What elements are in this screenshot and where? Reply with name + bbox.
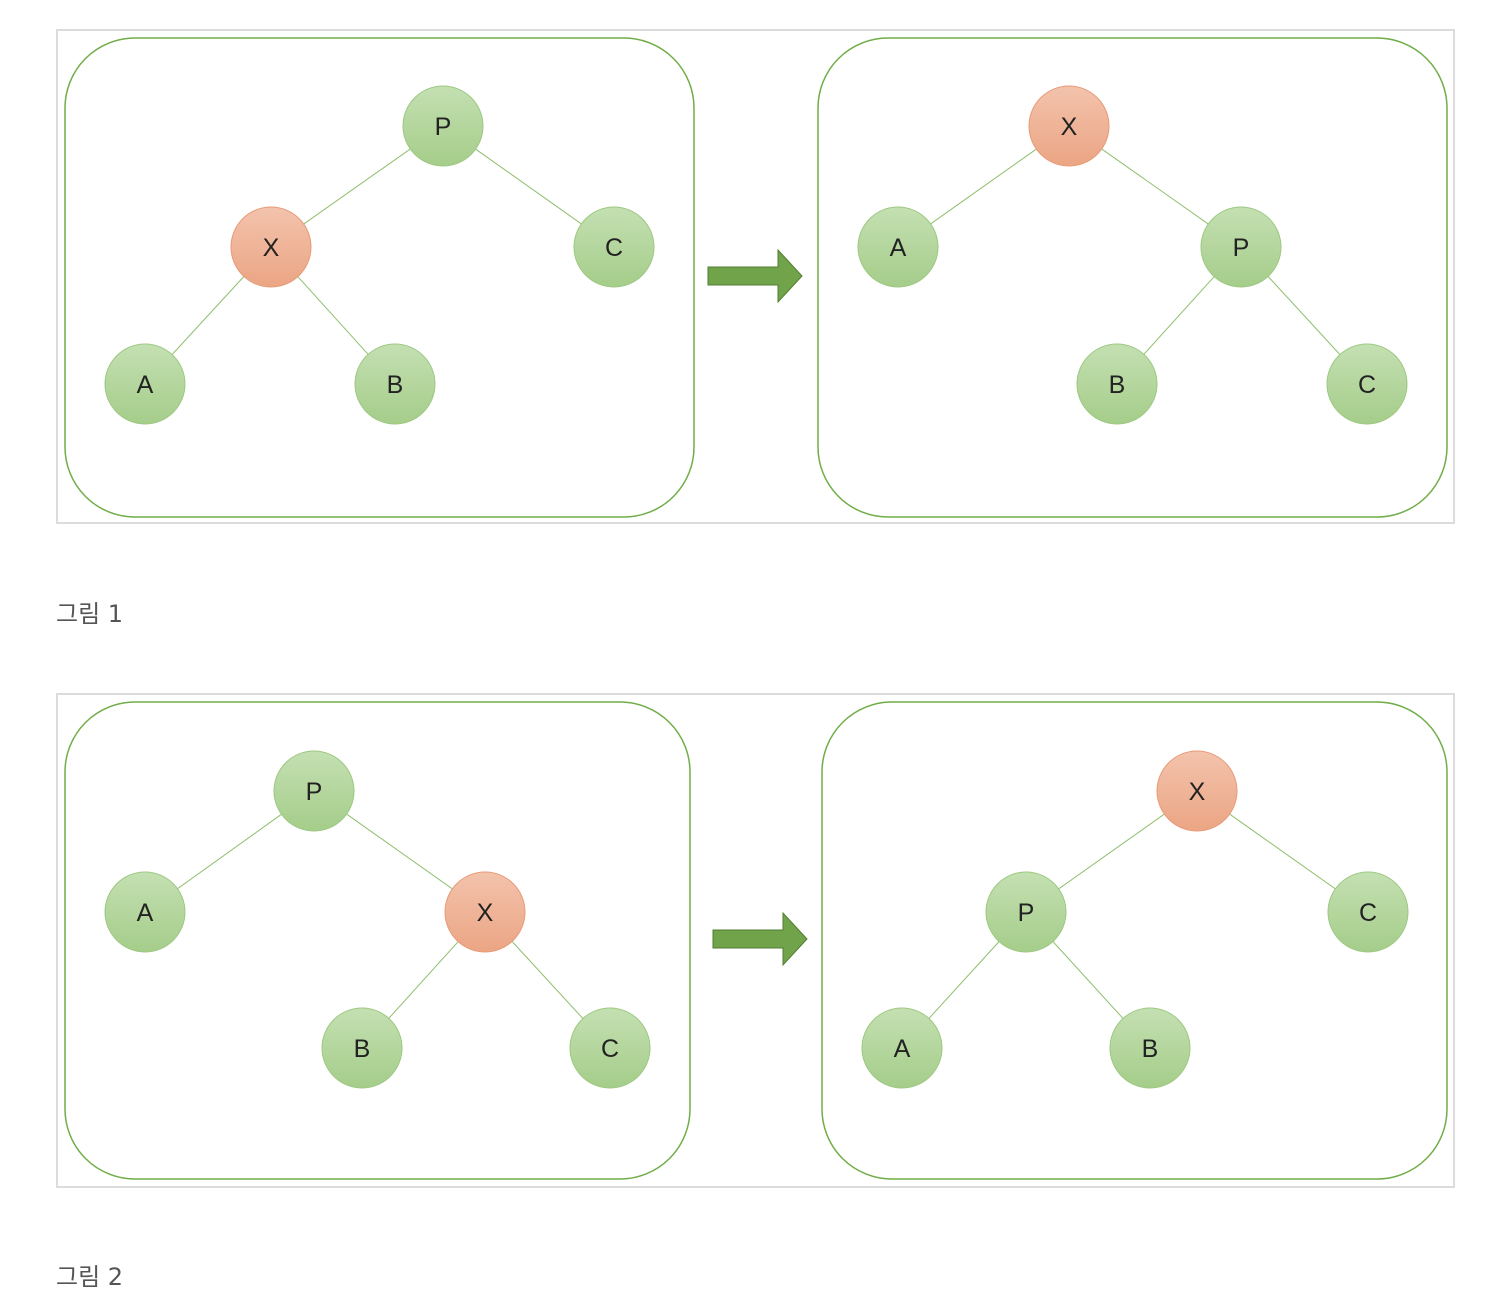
tree-edge-x-b: [294, 273, 372, 358]
tree-node-c: C: [569, 1007, 651, 1089]
before-tree-panel: [64, 37, 695, 518]
figure-1-diagram: P X C A B X A P B C: [64, 37, 1448, 518]
tree-node-label: B: [354, 1035, 371, 1063]
tree-edge-p-a: [173, 811, 286, 892]
tree-edge-p-x: [343, 811, 456, 892]
tree-node-label: A: [137, 371, 154, 399]
after-tree: X P C A B: [861, 750, 1409, 1089]
tree-node-circle: [985, 871, 1067, 953]
tree-node-label: C: [1359, 899, 1377, 927]
right-arrow-icon: [707, 248, 803, 304]
figure-1-caption: 그림 1: [56, 600, 124, 628]
tree-node-circle: [444, 871, 526, 953]
tree-edge-x-a: [927, 146, 1040, 227]
tree-node-a: A: [104, 871, 186, 953]
tree-node-circle: [861, 1007, 943, 1089]
tree-edge-p-c: [472, 146, 585, 227]
tree-node-label: A: [137, 899, 154, 927]
tree-edge-p-b: [1140, 273, 1218, 358]
tree-node-circle: [273, 750, 355, 832]
tree-node-label: A: [890, 234, 907, 262]
tree-node-p: P: [273, 750, 355, 832]
tree-node-label: C: [601, 1035, 619, 1063]
tree-node-b: B: [354, 343, 436, 425]
tree-node-label: C: [605, 234, 623, 262]
tree-node-c: C: [573, 206, 655, 288]
tree-node-a: A: [104, 343, 186, 425]
figure-2-diagram: P A X B C X P C A B: [64, 701, 1448, 1180]
tree-node-circle: [1109, 1007, 1191, 1089]
tree-node-circle: [1028, 85, 1110, 167]
tree-node-label: A: [894, 1035, 911, 1063]
tree-edge-x-c: [1226, 811, 1339, 892]
tree-node-x: X: [444, 871, 526, 953]
tree-node-circle: [104, 343, 186, 425]
tree-node-circle: [354, 343, 436, 425]
tree-node-circle: [402, 85, 484, 167]
tree-node-label: P: [1018, 899, 1035, 927]
after-tree-panel: [817, 37, 1448, 518]
tree-node-circle: [573, 206, 655, 288]
tree-node-circle: [1327, 871, 1409, 953]
tree-node-label: B: [1109, 371, 1126, 399]
tree-node-b: B: [1076, 343, 1158, 425]
tree-node-label: P: [435, 113, 452, 141]
tree-node-a: A: [861, 1007, 943, 1089]
tree-node-circle: [857, 206, 939, 288]
tree-node-circle: [569, 1007, 651, 1089]
tree-node-p: P: [985, 871, 1067, 953]
tree-node-c: C: [1327, 871, 1409, 953]
tree-node-label: X: [263, 234, 280, 262]
tree-edge-p-a: [925, 938, 1003, 1022]
tree-edge-p-x: [300, 146, 414, 227]
tree-node-a: A: [857, 206, 939, 288]
tree-node-b: B: [1109, 1007, 1191, 1089]
tree-edge-x-p: [1098, 146, 1212, 227]
figure-1-frame: P X C A B X A P B C: [56, 29, 1455, 524]
tree-node-label: B: [387, 371, 404, 399]
tree-node-circle: [104, 871, 186, 953]
right-arrow-icon: [712, 911, 808, 967]
tree-node-label: C: [1358, 371, 1376, 399]
tree-node-circle: [1326, 343, 1408, 425]
tree-node-x: X: [1028, 85, 1110, 167]
before-tree-panel: [64, 701, 691, 1180]
tree-edge-p-c: [1265, 273, 1343, 358]
tree-node-label: X: [1189, 778, 1206, 806]
before-tree: P A X B C: [104, 750, 651, 1089]
tree-edge-p-b: [1049, 938, 1127, 1022]
tree-node-circle: [321, 1007, 403, 1089]
tree-edge-x-a: [169, 273, 247, 358]
tree-edge-x-p: [1055, 811, 1168, 892]
tree-node-label: X: [1061, 113, 1078, 141]
tree-node-x: X: [230, 206, 312, 288]
tree-node-label: X: [477, 899, 494, 927]
tree-node-circle: [230, 206, 312, 288]
after-tree-panel: [821, 701, 1448, 1180]
tree-node-circle: [1076, 343, 1158, 425]
tree-node-c: C: [1326, 343, 1408, 425]
tree-node-label: B: [1142, 1035, 1159, 1063]
figure-2-frame: P A X B C X P C A B: [56, 693, 1455, 1188]
tree-node-x: X: [1156, 750, 1238, 832]
tree-node-p: P: [402, 85, 484, 167]
tree-edge-x-c: [508, 938, 587, 1022]
tree-node-b: B: [321, 1007, 403, 1089]
tree-edge-x-b: [385, 938, 462, 1022]
after-tree: X A P B C: [857, 85, 1408, 425]
tree-node-label: P: [1233, 234, 1250, 262]
tree-node-circle: [1156, 750, 1238, 832]
before-tree: P X C A B: [104, 85, 655, 425]
tree-node-p: P: [1200, 206, 1282, 288]
tree-node-label: P: [306, 778, 323, 806]
figure-2-caption: 그림 2: [56, 1263, 124, 1291]
tree-node-circle: [1200, 206, 1282, 288]
